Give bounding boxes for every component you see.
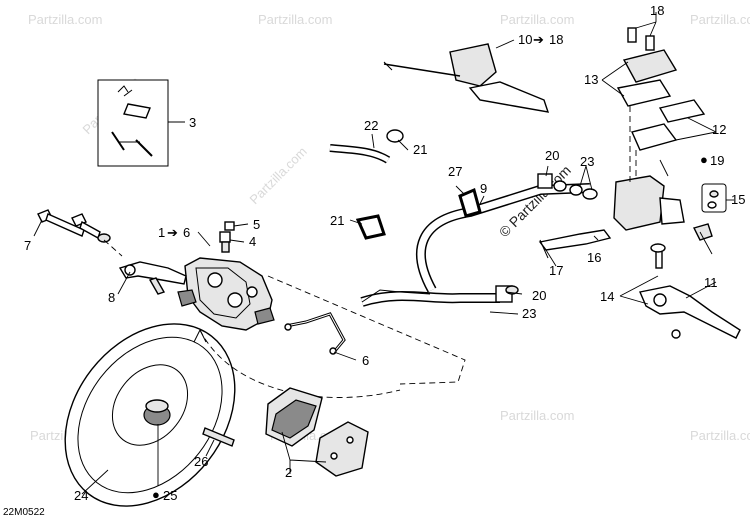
callout-label: 17: [549, 263, 563, 278]
callout-label: 19: [710, 153, 724, 168]
callout-label: 16: [587, 250, 601, 265]
pin: [202, 427, 235, 447]
caliper-bracket: [118, 261, 187, 295]
callout-arrow: ➔: [167, 225, 178, 240]
callout-label: 7: [24, 238, 31, 253]
fluid-drop-icon: ●: [152, 487, 160, 502]
vent-hose: [329, 129, 404, 164]
master-cylinder: [613, 27, 706, 231]
hose-guides: [355, 187, 482, 240]
bleed-screw: [219, 221, 235, 253]
callout-label: 22: [364, 118, 378, 133]
callout-label: 23: [580, 154, 594, 169]
brake-lever: [639, 243, 741, 339]
caliper-bolts: [37, 209, 123, 257]
diagram-code: 22M0522: [3, 507, 45, 518]
callout-labels: 1 ➔ 6 2 3 4 5 6 7 8 9 10 ➔ 18 11 12 13 1…: [24, 3, 745, 503]
callout-label: 14: [600, 289, 614, 304]
watermark-text: Partzilla.com: [28, 12, 102, 27]
callout-label: 2: [285, 465, 292, 480]
assembly-guide: [193, 275, 466, 398]
callout-label: 12: [712, 122, 726, 137]
callout-label: 10: [518, 32, 532, 47]
brake-line: [284, 312, 346, 355]
callout-label: 18: [549, 32, 563, 47]
reservoir-assembly: [383, 43, 550, 113]
callout-label: 4: [249, 234, 256, 249]
callout-label: 27: [448, 164, 462, 179]
callout-label: 13: [584, 72, 598, 87]
watermark-text: Partzilla.com: [690, 12, 750, 27]
callout-label: 9: [480, 181, 487, 196]
callout-label: 21: [330, 213, 344, 228]
callout-label: 23: [522, 306, 536, 321]
callout-label: 6: [362, 353, 369, 368]
callout-arrow: ➔: [533, 32, 544, 47]
hardware-kit-box: [97, 79, 169, 167]
callout-label: 25: [163, 488, 177, 503]
callout-label: 5: [253, 217, 260, 232]
watermark-text: Partzilla.com: [690, 428, 750, 443]
callout-label: 11: [704, 275, 718, 290]
callout-label: 3: [189, 115, 196, 130]
callout-label: 20: [545, 148, 559, 163]
callout-label: 26: [194, 454, 208, 469]
callout-label: 15: [731, 192, 745, 207]
banjo-fitting-upper: [537, 173, 598, 200]
callout-label: 21: [413, 142, 427, 157]
callout-label: 6: [183, 225, 190, 240]
fluid-drop-icon: ●: [700, 152, 708, 167]
leader-lines: [33, 12, 734, 495]
watermark-text: Partzilla.com: [247, 144, 310, 207]
brake-caliper: [177, 257, 275, 331]
callout-label: 24: [74, 488, 88, 503]
callout-label: 20: [532, 288, 546, 303]
callout-label: 8: [108, 290, 115, 305]
watermark-text: Partzilla.com: [500, 408, 574, 423]
watermark-text: Partzilla.com: [258, 12, 332, 27]
callout-label: 1: [158, 225, 165, 240]
brake-pads: [265, 387, 369, 477]
watermark-text: Partzilla.com: [500, 12, 574, 27]
reservoir-cap-parts: [692, 183, 727, 241]
brake-disc: [64, 323, 236, 507]
callout-label: 18: [650, 3, 664, 18]
